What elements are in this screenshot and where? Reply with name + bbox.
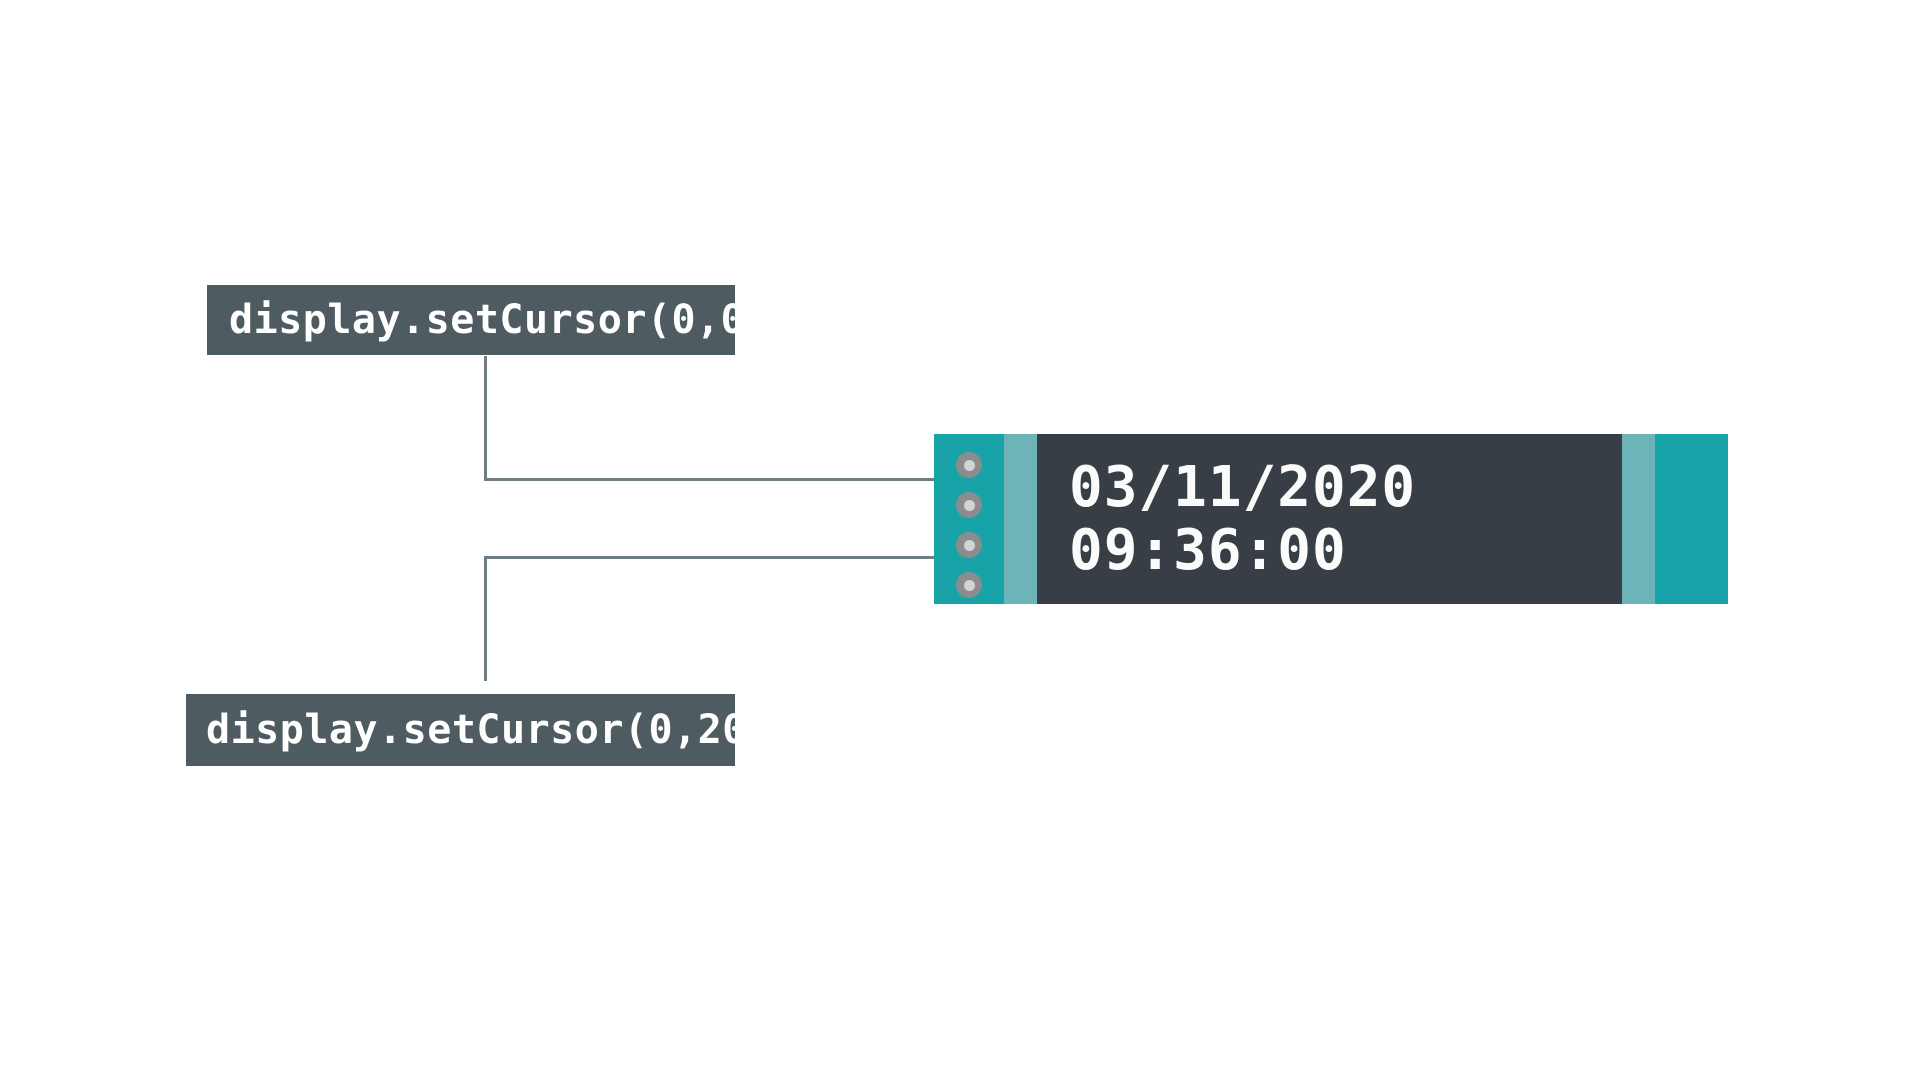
pcb-left-bezel — [1004, 434, 1037, 604]
leader-line-horizontal-top — [484, 478, 1069, 481]
display-date-line: 03/11/2020 — [1069, 454, 1417, 520]
mounting-screw-icon — [956, 492, 982, 518]
mounting-screw-icon — [956, 452, 982, 478]
callout-cursor-origin-label: display.setCursor(0,0) — [229, 297, 770, 343]
display-screen: 03/11/2020 09:36:00 — [1037, 434, 1622, 604]
mounting-screw-icon — [956, 572, 982, 598]
display-screen-text: 03/11/2020 09:36:00 — [1069, 434, 1416, 604]
mounting-screw-icon — [956, 532, 982, 558]
display-time-line: 09:36:00 — [1069, 518, 1347, 583]
pcb-left-edge — [934, 434, 1004, 604]
pcb-right-edge — [1655, 434, 1728, 604]
pcb-right-bezel — [1622, 434, 1655, 604]
leader-line-vertical-top — [484, 356, 487, 481]
callout-cursor-second-line-label: display.setCursor(0,20) — [206, 707, 772, 753]
display-module: 03/11/2020 09:36:00 — [934, 434, 1728, 604]
leader-line-vertical-bottom — [484, 556, 487, 681]
leader-line-horizontal-bottom — [484, 556, 1069, 559]
callout-cursor-second-line: display.setCursor(0,20) — [186, 694, 771, 766]
callout-cursor-origin: display.setCursor(0,0) — [207, 285, 769, 355]
